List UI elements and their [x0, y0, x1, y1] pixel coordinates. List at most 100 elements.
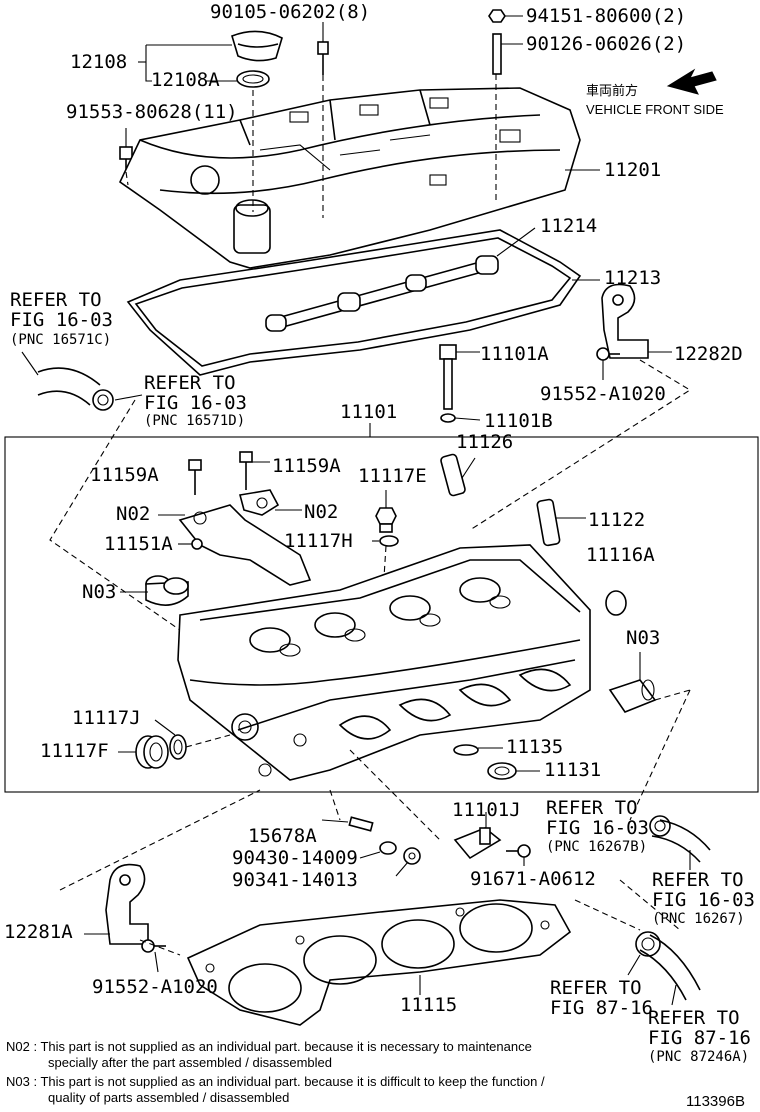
- refer-2-line2: FIG 16-03: [144, 392, 247, 414]
- part-label-11126: 11126: [456, 431, 514, 453]
- part-label-11159a-left: 11159A: [90, 464, 159, 486]
- stud-90126-drawing: [492, 33, 523, 75]
- part-label-91671: 91671-A0612: [470, 868, 596, 890]
- bolt-90105-drawing: [317, 41, 329, 75]
- part-label-11201: 11201: [604, 159, 662, 181]
- gasket-11135-drawing: [453, 744, 503, 756]
- refer-2-line1: REFER TO: [144, 372, 236, 394]
- refer-3-line3: (PNC 16267B): [546, 839, 648, 855]
- refer-4-line1: REFER TO: [652, 869, 744, 891]
- footnote-n03-line2: quality of parts assembled / disassemble…: [48, 1090, 290, 1105]
- refer-1-line3: (PNC 16571C): [10, 332, 112, 348]
- hose-87246a-drawing: [635, 931, 701, 1001]
- part-label-12282d: 12282D: [674, 343, 743, 365]
- refer-5-line2: FIG 87-16: [550, 997, 653, 1019]
- part-label-90105: 90105-06202(8): [210, 1, 371, 23]
- clamp-16571d-drawing: [92, 389, 114, 411]
- part-label-11159a-right: 11159A: [272, 455, 341, 477]
- refer-6-line3: (PNC 87246A): [648, 1049, 750, 1065]
- part-label-12281a: 12281A: [4, 921, 73, 943]
- part-label-15678a: 15678A: [248, 825, 317, 847]
- part-label-11101b: 11101B: [484, 410, 553, 432]
- oil-filler-cap-drawing: [231, 30, 283, 88]
- part-label-n02-left: N02: [116, 503, 151, 525]
- part-label-91552-upper: 91552-A1020: [540, 383, 666, 405]
- part-label-91552-lower: 91552-A1020: [92, 976, 218, 998]
- figure-id: 113396B: [686, 1093, 745, 1110]
- cylinder-head-drawing: [177, 544, 591, 781]
- part-label-11101j: 11101J: [452, 799, 521, 821]
- bolt-91552-lower-drawing: [141, 939, 166, 973]
- pin-n03-right-drawing: [608, 652, 657, 713]
- part-label-11117f: 11117F: [40, 740, 109, 762]
- bearing-cap-drawing: [178, 489, 312, 586]
- vehicle-front-arrow-icon: [666, 68, 717, 95]
- engine-hanger-12281a-drawing: [84, 863, 149, 945]
- part-label-11117j: 11117J: [72, 707, 141, 729]
- front-label-jp: 車両前方: [586, 83, 639, 98]
- refer-5-line1: REFER TO: [550, 977, 642, 999]
- part-label-11117h: 11117H: [284, 530, 353, 552]
- stud-15678a-drawing: [321, 816, 374, 832]
- footnote-n03-line1: N03 : This part is not supplied as an in…: [6, 1074, 545, 1089]
- gasket-11117h-drawing: [372, 535, 399, 547]
- part-label-12108: 12108: [70, 51, 128, 73]
- part-label-11131: 11131: [544, 759, 602, 781]
- part-label-11101: 11101: [340, 401, 398, 423]
- footnote-n02-line1: N02 : This part is not supplied as an in…: [6, 1039, 532, 1054]
- bolt-91553-drawing: [119, 128, 133, 172]
- cover-gasket-drawing: [126, 229, 582, 376]
- plug-tube-gasket-drawing: [265, 255, 499, 332]
- cylinder-head-group-frame: [4, 436, 759, 793]
- refer-1-line1: REFER TO: [10, 289, 102, 311]
- hose-16571c-drawing: [37, 367, 101, 406]
- nut-94151-drawing: [488, 9, 523, 23]
- part-label-11214: 11214: [540, 215, 598, 237]
- part-label-11101a: 11101A: [480, 343, 549, 365]
- refer-4-line2: FIG 16-03: [652, 889, 755, 911]
- ring-11131-drawing: [487, 762, 540, 780]
- refer-2-line3: (PNC 16571D): [144, 413, 246, 429]
- gasket-11117j-drawing: [169, 734, 187, 760]
- part-label-11122: 11122: [588, 509, 646, 531]
- bolt-91671-drawing: [506, 844, 531, 866]
- part-label-n03-left: N03: [82, 581, 117, 603]
- valve-lifter-n03-drawing: [145, 575, 189, 606]
- bolt-91552-upper-drawing: [596, 347, 620, 380]
- refer-3-line2: FIG 16-03: [546, 817, 649, 839]
- part-label-11213: 11213: [604, 267, 662, 289]
- bolt-11159a-right-drawing: [239, 451, 270, 490]
- valve-guide-11122-drawing: [536, 498, 561, 547]
- part-label-90126: 90126-06026(2): [526, 33, 687, 55]
- head-cover-drawing: [118, 87, 581, 269]
- hose-16267b-drawing: [649, 815, 711, 863]
- sensor-11101j-drawing: [453, 812, 502, 860]
- refer-4-line3: (PNC 16267): [652, 911, 745, 927]
- refer-1-line2: FIG 16-03: [10, 309, 113, 331]
- pin-11151a-drawing: [178, 538, 203, 550]
- gasket-90430-drawing: [359, 841, 397, 859]
- plug-90341-drawing: [395, 847, 421, 877]
- part-label-n03-right: N03: [626, 627, 661, 649]
- plug-11117f-drawing: [135, 735, 169, 769]
- head-bolt-11101a-drawing: [439, 344, 481, 423]
- plug-11117e-drawing: [375, 490, 397, 533]
- part-label-11117e: 11117E: [358, 465, 427, 487]
- bolt-11159a-left-drawing: [188, 459, 202, 495]
- part-label-12108a: 12108A: [151, 69, 220, 91]
- part-label-11135: 11135: [506, 736, 564, 758]
- part-label-90341: 90341-14013: [232, 869, 358, 891]
- plug-11116a-drawing: [605, 590, 627, 616]
- head-gasket-drawing: [186, 899, 572, 1026]
- refer-6-line2: FIG 87-16: [648, 1027, 751, 1049]
- part-label-n02-right: N02: [304, 501, 339, 523]
- part-label-11116a: 11116A: [586, 544, 655, 566]
- part-label-11115: 11115: [400, 994, 458, 1016]
- part-label-91553: 91553-80628(11): [66, 101, 238, 123]
- valve-guide-11126-drawing: [440, 453, 466, 497]
- engine-hanger-12282d-drawing: [601, 283, 649, 359]
- footnote-n02-line2: specially after the part assembled / dis…: [48, 1055, 332, 1070]
- part-label-90430: 90430-14009: [232, 847, 358, 869]
- refer-6-line1: REFER TO: [648, 1007, 740, 1029]
